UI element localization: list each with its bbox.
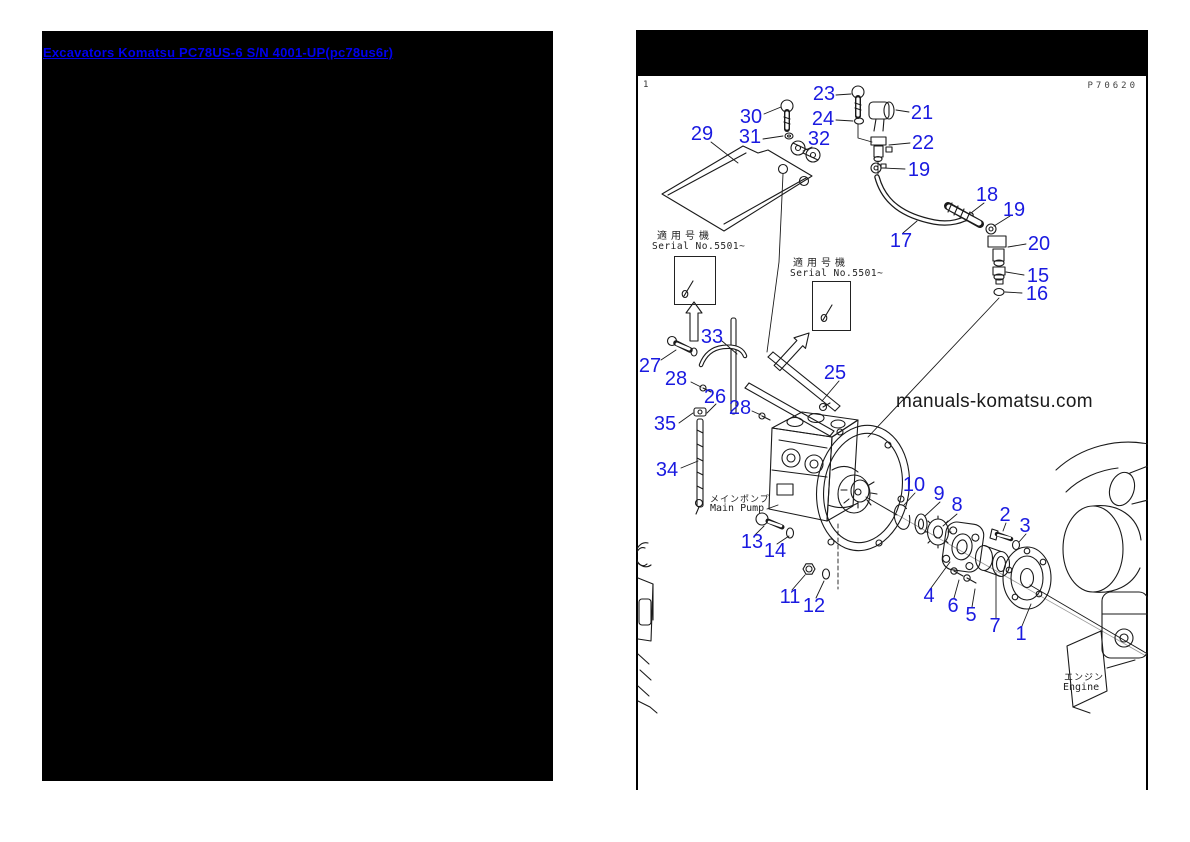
- catalog-link[interactable]: Excavators Komatsu PC78US-6 S/N 4001-UP(…: [43, 45, 394, 60]
- rod-34: [694, 418, 704, 515]
- sheet-doc-code: P70620: [1087, 81, 1138, 91]
- serial-arrow-right: [773, 332, 810, 372]
- serial-right-en-label: Serial No.5501~: [790, 268, 884, 279]
- left-border-fragments: [637, 542, 658, 714]
- parts-diagram-art: [637, 85, 1148, 714]
- serial-arrow-left: [685, 301, 703, 342]
- bolt-6: [950, 567, 964, 577]
- engine-art: [1029, 441, 1148, 714]
- washer-24: [853, 117, 865, 125]
- left-page-placeholder: Excavators Komatsu PC78US-6 S/N 4001-UP(…: [42, 31, 553, 781]
- washer-14: [785, 527, 795, 539]
- washer-3: [1011, 539, 1021, 551]
- washer-31: [784, 132, 794, 140]
- screw-in-right-box: [820, 304, 833, 323]
- coupling-7: [974, 544, 1011, 578]
- elbow-20: [987, 235, 1007, 267]
- clamp-19b: [985, 223, 997, 235]
- bracket-32: [790, 140, 821, 163]
- screw-in-left-box: [681, 280, 694, 299]
- hose-17: [874, 174, 974, 226]
- pipe-33: [698, 344, 748, 368]
- axis-line: [865, 496, 1147, 657]
- snap-ring-10: [893, 504, 911, 530]
- screw-28b: [758, 412, 771, 421]
- serial-left-box: [674, 256, 716, 305]
- washer-12: [821, 568, 831, 580]
- bolt-27: [666, 335, 698, 357]
- tube: [730, 317, 737, 415]
- fitting-18: [944, 202, 984, 228]
- flywheel-1: [1002, 546, 1052, 610]
- serial-right-box: [812, 281, 851, 331]
- main-pump-en-label: Main Pump: [710, 503, 765, 514]
- engine-en-label: Engine: [1063, 682, 1100, 693]
- watermark: manuals-komatsu.com: [896, 391, 1093, 412]
- joint-15: [992, 266, 1006, 285]
- leader-lines: [660, 93, 1032, 627]
- parts-sheet: 1 P70620: [636, 30, 1148, 790]
- bolt-23: [851, 85, 865, 119]
- bracket-bar-25: [744, 351, 841, 437]
- main-pump-jp-label: メインポンプ: [710, 495, 770, 505]
- engine-jp-label: エンジン: [1064, 673, 1105, 683]
- bolt-2: [989, 528, 1014, 542]
- plug-11: [802, 563, 816, 575]
- ring-16: [993, 287, 1005, 297]
- flywheel-housing: [815, 424, 911, 590]
- washer-9: [914, 513, 928, 535]
- serial-left-en-label: Serial No.5501~: [652, 241, 746, 252]
- flange-4: [941, 521, 985, 573]
- fitting-leader-line: [867, 297, 1000, 438]
- sheet-page-number: 1: [643, 80, 649, 90]
- cover-plate-29: [661, 145, 813, 353]
- serial-left-jp-label: 適用号機: [657, 231, 713, 242]
- sheet-header-bar: [638, 30, 1146, 76]
- clamp-35: [693, 407, 707, 417]
- bolt-5: [963, 574, 977, 584]
- serial-right-jp-label: 適用号機: [793, 258, 849, 269]
- bolt-13: [755, 512, 785, 530]
- valve-21: [868, 101, 895, 132]
- main-pump-body: [768, 411, 859, 522]
- screw-28a: [699, 384, 712, 393]
- fitting-22: [870, 136, 893, 163]
- bolt-30: [780, 99, 794, 132]
